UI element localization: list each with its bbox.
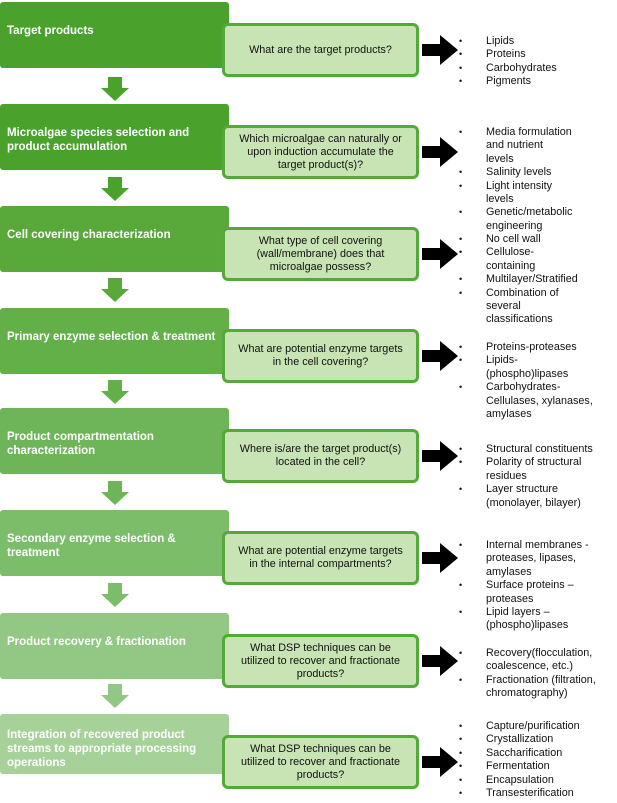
step-bullets: Lipids Proteins Carbohydrates Pigments xyxy=(459,35,557,89)
step-bullets: Internal membranes - proteases, lipases,… xyxy=(459,539,604,633)
step-question: What DSP techniques can be utilized to r… xyxy=(222,634,419,688)
down-arrow-icon xyxy=(101,583,129,607)
step-title: Microalgae species selection and product… xyxy=(0,104,229,170)
list-item: Proteins-proteases xyxy=(459,341,606,355)
step-question: What type of cell covering (wall/membran… xyxy=(222,227,419,281)
list-item: Lipids-(phospho)lipases xyxy=(459,354,586,381)
right-arrow-icon xyxy=(422,747,458,777)
step-title: Product recovery & fractionation xyxy=(0,613,229,679)
list-item: Internal membranes - proteases, lipases,… xyxy=(459,539,604,579)
list-item: Cellulose-containing xyxy=(459,246,578,273)
step-title: Product compartmentation characterizatio… xyxy=(0,408,229,474)
right-arrow-icon xyxy=(422,239,458,269)
list-item: Lipid layers – (phospho)lipases xyxy=(459,606,604,633)
list-item: Saccharification xyxy=(459,747,580,761)
list-item: Genetic/metabolic engineering xyxy=(459,206,572,233)
right-arrow-icon xyxy=(422,137,458,167)
step-title: Cell covering characterization xyxy=(0,206,229,272)
right-arrow-icon xyxy=(422,543,458,573)
down-arrow-icon xyxy=(101,77,129,101)
step-bullets: Recovery(flocculation, coalescence, etc.… xyxy=(459,647,604,701)
step-question: What are potential enzyme targets in the… xyxy=(222,329,419,383)
step-question: Which microalgae can naturally or upon i… xyxy=(222,125,419,179)
right-arrow-icon xyxy=(422,441,458,471)
list-item: Recovery(flocculation, coalescence, etc.… xyxy=(459,647,604,674)
step-title: Target products xyxy=(0,2,229,68)
list-item: Carbohydrates-Cellulases, xylanases, amy… xyxy=(459,381,606,421)
list-item: Fermentation xyxy=(459,760,580,774)
list-item: Fractionation (filtration, chromatograph… xyxy=(459,674,604,701)
list-item: Pigments xyxy=(459,75,557,89)
down-arrow-icon xyxy=(101,481,129,505)
list-item: Media formulation and nutrient levels xyxy=(459,126,572,166)
list-item: Proteins xyxy=(459,48,557,62)
down-arrow-icon xyxy=(101,380,129,404)
step-question: What DSP techniques can be utilized to r… xyxy=(222,735,419,789)
list-item: Light intensity levels xyxy=(459,180,572,207)
list-item: Carbohydrates xyxy=(459,62,557,76)
list-item: Surface proteins – proteases xyxy=(459,579,604,606)
step-bullets: No cell wall Cellulose-containing Multil… xyxy=(459,233,578,327)
list-item: Lipids xyxy=(459,35,557,49)
down-arrow-icon xyxy=(101,278,129,302)
step-title: Integration of recovered product streams… xyxy=(0,714,229,774)
step-question: What are the target products? xyxy=(222,23,419,77)
step-bullets: Capture/purification Crystallization Sac… xyxy=(459,720,580,801)
list-item: Structural constituents xyxy=(459,443,616,457)
list-item: Multilayer/Stratified xyxy=(459,273,578,287)
list-item: Polarity of structural residues xyxy=(459,456,616,483)
list-item: Transesterification xyxy=(459,787,580,801)
step-question: Where is/are the target product(s) locat… xyxy=(222,429,419,483)
step-bullets: Structural constituents Polarity of stru… xyxy=(459,443,616,510)
down-arrow-icon xyxy=(101,684,129,708)
step-title: Secondary enzyme selection & treatment xyxy=(0,510,229,576)
step-bullets: Proteins-proteases Lipids-(phospho)lipas… xyxy=(459,341,606,421)
right-arrow-icon xyxy=(422,646,458,676)
list-item: Layer structure (monolayer, bilayer) xyxy=(459,483,616,510)
step-title: Primary enzyme selection & treatment xyxy=(0,308,229,374)
list-item: Capture/purification xyxy=(459,720,580,734)
list-item: Encapsulation xyxy=(459,774,580,788)
right-arrow-icon xyxy=(422,341,458,371)
list-item: Salinity levels xyxy=(459,166,572,180)
list-item: No cell wall xyxy=(459,233,578,247)
step-question: What are potential enzyme targets in the… xyxy=(222,531,419,585)
right-arrow-icon xyxy=(422,35,458,65)
list-item: Combination of several classifications xyxy=(459,287,578,327)
list-item: Crystallization xyxy=(459,733,580,747)
step-bullets: Media formulation and nutrient levels Sa… xyxy=(459,126,572,233)
down-arrow-icon xyxy=(101,177,129,201)
